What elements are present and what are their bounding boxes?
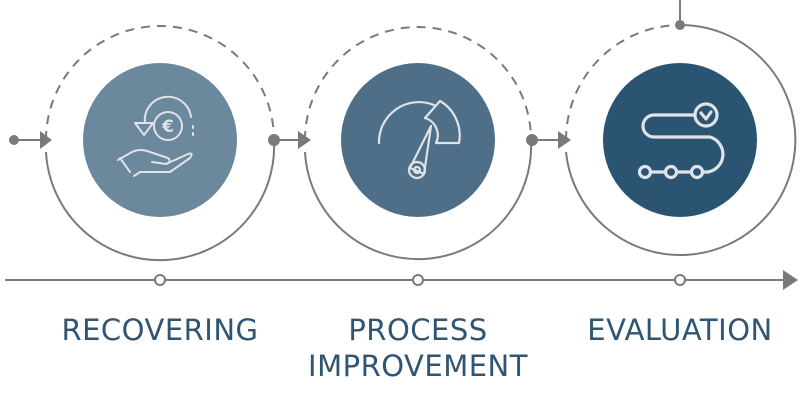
timeline-marker-2 [412,274,424,286]
ring-recovering [45,25,276,262]
step-circle-evaluation [603,63,757,217]
connector-dot-top [675,20,685,30]
connector-start [9,131,52,149]
ring-evaluation [565,23,797,256]
timeline-marker-1 [154,274,166,286]
step-label-process-improvement: PROCESS IMPROVEMENT [290,312,546,384]
step-label-recovering: RECOVERING [61,313,259,347]
speedometer-icon [377,99,461,180]
step-circle-process-improvement [341,63,495,217]
timeline-marker-3 [674,274,686,286]
step-label-evaluation: EVALUATION [587,313,773,347]
timeline-arrowhead [783,270,798,290]
step-label-line-2: IMPROVEMENT [308,349,528,383]
connector-1-2 [268,131,311,149]
step-label-line-1: PROCESS [348,313,488,347]
connector-2-3 [526,131,571,149]
ring-process-improvement [304,26,533,261]
euro-refund-hand-icon: € [117,95,194,177]
roadmap-check-icon [637,102,725,180]
svg-text:€: € [161,117,174,137]
step-circle-recovering [83,63,237,217]
